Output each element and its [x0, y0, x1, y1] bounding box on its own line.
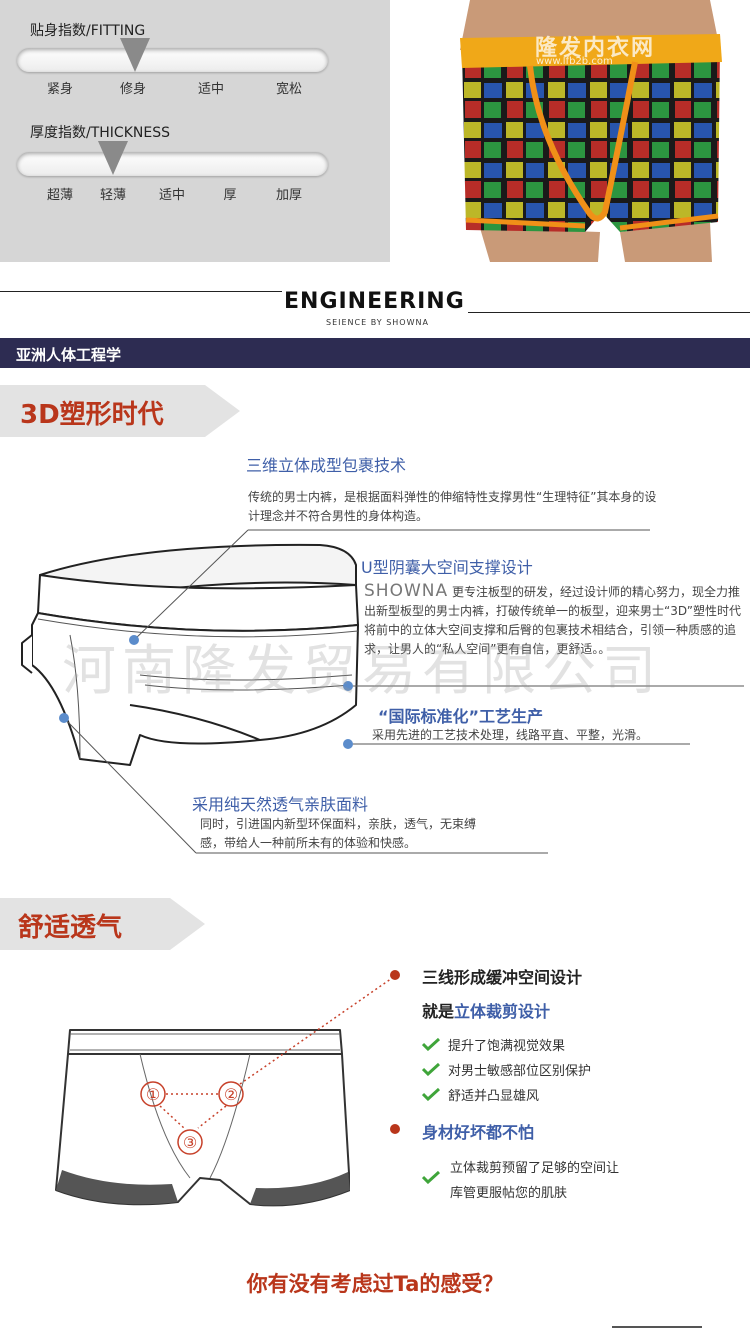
- section-band: [0, 338, 750, 368]
- thickness-label-2: 轻薄: [99, 188, 127, 203]
- company-watermark: 河南隆发贸易有限公司: [62, 639, 662, 702]
- point1-bullet-3: 舒适并凸显雄风: [448, 1089, 540, 1104]
- fitting-label-1: 紧身: [46, 82, 74, 97]
- point1-subheading: 就是立体裁剪设计: [422, 998, 550, 1022]
- feature3-heading: “国际标准化”工艺生产: [378, 707, 544, 726]
- check-icon: [422, 1170, 440, 1184]
- thickness-label-5: 加厚: [275, 188, 303, 203]
- marker-2: ②: [224, 1085, 238, 1104]
- feature3-text: 采用先进的工艺技术处理，线路平直、平整，光滑。: [372, 728, 649, 742]
- comfort-diagram-markers: ① ② ③: [140, 975, 396, 1155]
- thickness-label-3: 适中: [158, 188, 186, 203]
- thickness-gauge-title: 厚度指数/THICKNESS: [30, 125, 170, 141]
- gauge-panel: 贴身指数/FITTING 紧身 修身 适中 宽松 厚度指数/THICKNESS …: [0, 0, 390, 262]
- section2-title: 舒适透气: [18, 913, 123, 943]
- thickness-gauge-bar: [17, 152, 328, 176]
- photo-watermark-url: www.lfb2b.com: [536, 56, 613, 67]
- thickness-label-4: 厚: [223, 188, 237, 203]
- product-photo: [420, 0, 750, 262]
- header-title: ENGINEERING: [284, 289, 465, 314]
- photo-watermark: 隆发内衣网: [535, 36, 656, 61]
- point1-bullet-1: 提升了饱满视觉效果: [448, 1039, 566, 1054]
- callout-lines: [59, 529, 744, 854]
- feature1-text: 传统的男士内裤，是根据面料弹性的伸缩特性支撑男性“生理特征”其本身的设计理念并不…: [248, 490, 657, 523]
- header-rule-left: [0, 291, 282, 292]
- fitting-gauge-bar: [17, 48, 328, 72]
- fitting-label-2: 修身: [119, 82, 147, 97]
- section1-title-arrow: [0, 385, 240, 437]
- point1-bullet-2: 对男士敏感部位区别保护: [448, 1064, 592, 1079]
- point1-sub-prefix: 就是: [422, 1002, 455, 1021]
- point1-sub-highlight: 立体裁剪设计: [454, 1002, 551, 1021]
- point2-bullet-dot: [390, 1124, 400, 1134]
- marker-1: ①: [146, 1085, 160, 1104]
- briefs-3d-illustration: [21, 543, 359, 766]
- point2-text: 立体裁剪预留了足够的空间让库管更服帖您的肌肤: [450, 1161, 620, 1201]
- point1-heading: 三线形成缓冲空间设计: [422, 968, 583, 987]
- feature2-brand: SHOWNA: [364, 581, 449, 601]
- fitting-gauge-title: 贴身指数/FITTING: [30, 23, 146, 39]
- boxer-illustration: [55, 1029, 350, 1207]
- feature2-text: 更专注板型的研发，经过设计师的精心努力，现全力推出新型板型的男士内裤，打破传统单…: [364, 585, 741, 656]
- thickness-label-1: 超薄: [46, 188, 74, 203]
- fitting-label-4: 宽松: [275, 82, 303, 97]
- check-icon: [422, 1062, 440, 1076]
- feature1-heading: 三维立体成型包裹技术: [246, 456, 407, 475]
- feature4-heading: 采用纯天然透气亲肤面料: [192, 795, 369, 814]
- section-band-title: 亚洲人体工程学: [16, 346, 122, 364]
- point2-heading: 身材好坏都不怕: [422, 1123, 535, 1142]
- fitting-gauge-marker: [120, 38, 150, 72]
- feature2-heading: U型阴囊大空间支撑设计: [361, 558, 533, 577]
- check-icon: [422, 1037, 440, 1051]
- fitting-label-3: 适中: [197, 82, 225, 97]
- header-subtitle: SEIENCE BY SHOWNA: [326, 318, 429, 327]
- section2-title-arrow: [0, 898, 205, 950]
- closing-question: 你有没有考虑过Ta的感受？: [246, 1272, 504, 1296]
- feature4-text: 同时，引进国内新型环保面料，亲肤，透气，无束缚感，带给人一种前所未有的体验和快感…: [200, 817, 477, 850]
- point1-bullet-dot: [390, 970, 400, 980]
- check-icon: [422, 1087, 440, 1101]
- marker-3: ③: [183, 1133, 197, 1152]
- bottom-rule: [612, 1326, 702, 1328]
- thickness-gauge-marker: [98, 141, 128, 175]
- feature2-block: SHOWNA 更专注板型的研发，经过设计师的精心努力，现全力推出新型板型的男士内…: [364, 582, 746, 659]
- section1-title: 3D塑形时代: [20, 400, 164, 430]
- header-rule-right: [468, 312, 750, 313]
